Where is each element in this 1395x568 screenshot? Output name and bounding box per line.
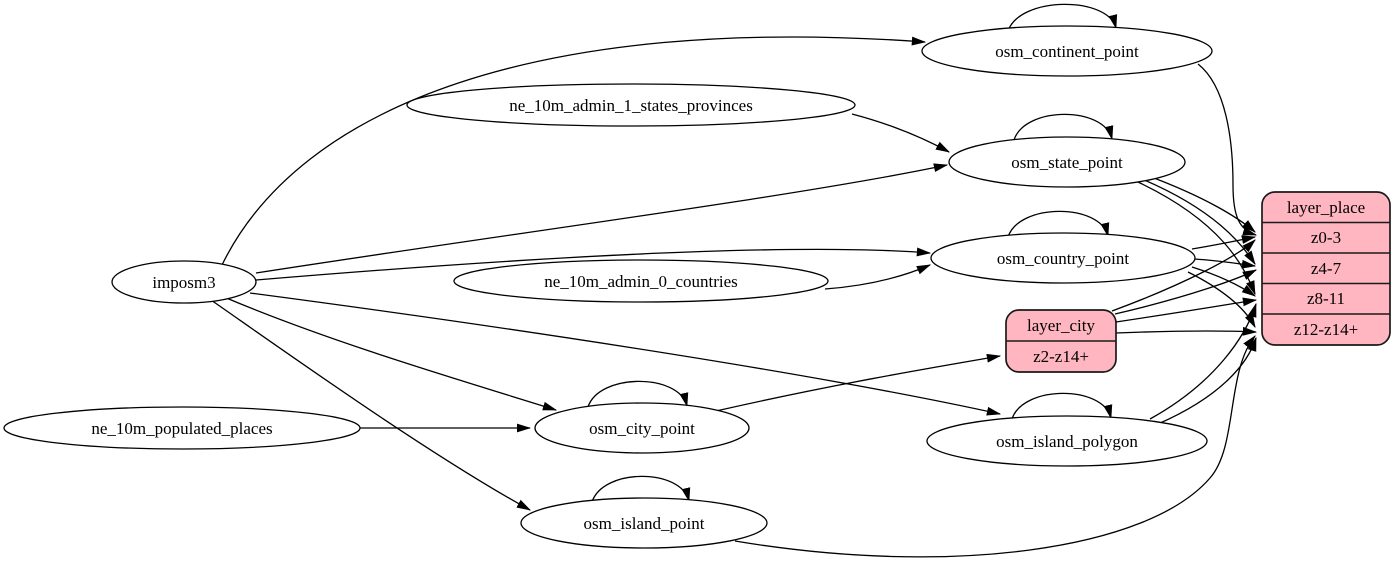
osm-continent-point-ellipse [921,25,1213,77]
node-osm-country-point: osm_country_point [930,232,1196,284]
edge-imposm3-osm-continent-point [221,36,927,266]
ne-10m-admin-0-countries-label: ne_10m_admin_0_countries [544,272,738,291]
layer-place-row-z12-z14: z12-z14+ [1294,320,1358,339]
osm-island-polygon-label: osm_island_polygon [996,432,1138,451]
layer-place-box [1261,191,1391,346]
node-imposm3: imposm3 [111,260,257,304]
edge-osm-country-point-layer-place-z12-z14 [1187,271,1256,329]
imposm3-ellipse [111,260,257,304]
node-osm-island-point: osm_island_point [520,497,768,549]
edge-layer-city-layer-place-z8-11 [1115,297,1258,323]
edge-osm-state-point-layer-place-z4-7 [1141,178,1256,265]
edge-osm-island-polygon-layer-place-z12-z14 [1157,336,1257,425]
self-loop-osm-island-point [591,475,691,503]
layer-city-row-z2-z14: z2-z14+ [1033,347,1089,366]
ne-10m-populated-places-ellipse [3,406,361,450]
edge-osm-country-point-layer-place-z4-7 [1193,258,1257,269]
edge-ne-10m-admin-1-states-provinces-osm-state-point [851,113,951,153]
osm-island-point-label: osm_island_point [584,514,705,533]
osm-country-point-label: osm_country_point [997,249,1129,268]
edge-layer-city-layer-place-z12-z14 [1115,326,1258,336]
self-loop-osm-island-polygon [1011,392,1113,420]
node-osm-continent-point: osm_continent_point [921,25,1213,77]
edge-osm-state-point-layer-place-z0-3 [1145,174,1256,233]
edge-imposm3-osm-city-point [223,296,558,411]
node-layer-place: layer_place z0-3 z4-7 z8-11 z12-z14+ [1261,191,1391,346]
edge-osm-state-point-layer-place-z8-11 [1137,181,1256,296]
osm-city-point-ellipse [534,402,750,454]
osm-city-point-label: osm_city_point [589,419,695,438]
ne-10m-admin-1-states-provinces-label: ne_10m_admin_1_states_provinces [509,96,753,115]
edge-ne-10m-admin-0-countries-osm-country-point [824,264,932,290]
osm-state-point-ellipse [948,136,1186,188]
self-loop-osm-continent-point [1007,3,1118,32]
ne-10m-admin-0-countries-ellipse [453,259,829,303]
osm-state-point-label: osm_state_point [1011,153,1123,172]
edges-group [210,3,1258,558]
osm-island-point-ellipse [520,497,768,549]
edge-osm-country-point-layer-place-z8-11 [1191,266,1256,297]
node-osm-city-point: osm_city_point [534,402,750,454]
edge-osm-island-polygon-layer-place-z8-11 [1149,302,1257,420]
ne-10m-populated-places-label: ne_10m_populated_places [91,419,272,438]
osm-island-polygon-ellipse [926,415,1208,467]
node-ne-10m-admin-1-states-provinces: ne_10m_admin_1_states_provinces [406,83,856,127]
edge-layer-city-layer-place-z0-3 [1111,239,1256,312]
layer-city-title: layer_city [1027,316,1095,335]
osm-continent-point-label: osm_continent_point [995,42,1139,61]
edge-osm-island-point-layer-place-z12-z14 [734,335,1256,558]
layer-place-row-z0-3: z0-3 [1311,228,1341,247]
edge-osm-country-point-layer-place-z0-3 [1191,235,1257,250]
osm-country-point-ellipse [930,232,1196,284]
edge-imposm3-osm-island-polygon [249,292,1002,416]
edge-imposm3-osm-island-point [210,299,532,511]
imposm3-label: imposm3 [152,273,215,292]
node-ne-10m-admin-0-countries: ne_10m_admin_0_countries [453,259,829,303]
edge-imposm3-osm-state-point [255,163,949,274]
edge-layer-city-layer-place-z4-7 [1114,269,1258,315]
edge-osm-city-point-layer-city-z2-z14 [715,353,1002,412]
self-loop-osm-city-point [587,380,689,408]
ne-10m-admin-1-states-provinces-ellipse [406,83,856,127]
node-ne-10m-populated-places: ne_10m_populated_places [3,406,361,450]
layer-place-row-z8-11: z8-11 [1307,289,1345,308]
node-osm-island-polygon: osm_island_polygon [926,415,1208,467]
layer-place-title: layer_place [1287,198,1365,217]
layer-place-row-z4-7: z4-7 [1311,259,1342,278]
self-loop-osm-country-point [1007,210,1110,238]
node-osm-state-point: osm_state_point [948,136,1186,188]
node-layer-city: layer_city z2-z14+ [1005,309,1117,373]
edge-imposm3-osm-country-point [255,247,932,281]
self-loop-osm-state-point [1013,113,1114,141]
edge-osm-continent-point-layer-place-z0-3 [1197,63,1258,236]
